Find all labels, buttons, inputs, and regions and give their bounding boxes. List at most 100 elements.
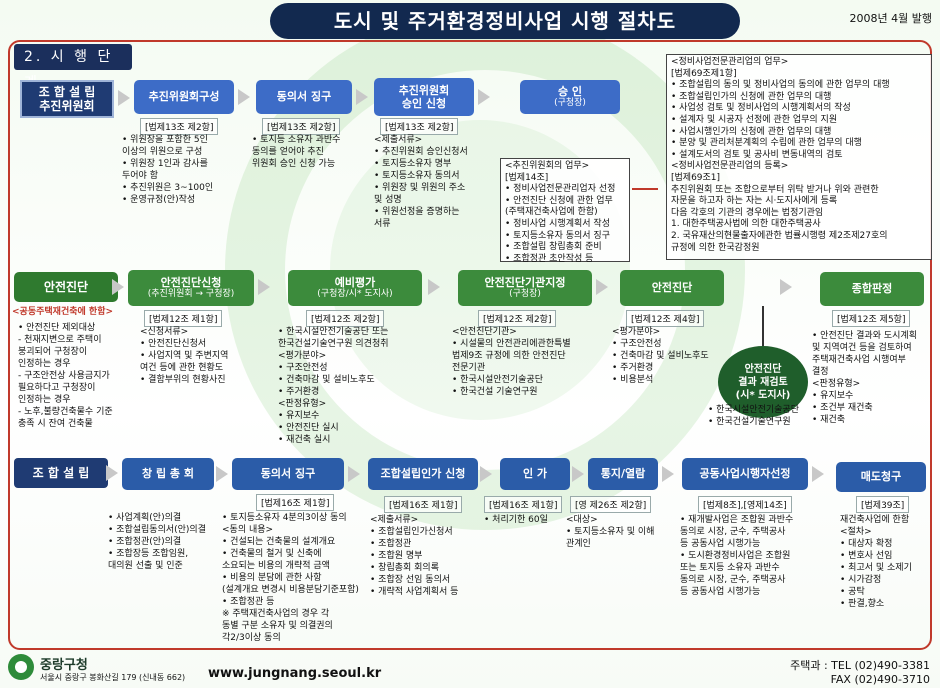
law-ref: [영 제26조 제2항] <box>570 496 652 513</box>
duty-line: • 조합설립의 동의 및 정비사업의 동의에 관한 업무의 대행 <box>671 80 890 91</box>
law-ref: [법제16조 제1항] <box>256 494 335 511</box>
step-consent-collection-2: 동의서 징구 <box>232 458 344 490</box>
note-line: • 조건부 재건축 <box>812 403 873 413</box>
note-line: <대상> <box>566 515 598 525</box>
note-line: • 판결,향소 <box>840 599 885 609</box>
note-line: 붕괴되어 구청장이 <box>18 347 88 357</box>
note-line: - 천재지변으로 주택이 <box>18 335 102 345</box>
note-line: <안전진단기관> <box>452 327 517 337</box>
notes-union-docs: <제출서류>• 조합설립인가신청서• 조합정관• 조합원 명부• 창립총회 회의… <box>370 514 458 598</box>
step-label: 예비평가 <box>334 276 376 289</box>
note-line: 동의로 시장, 군수, 주택공사 <box>680 527 786 537</box>
arrow <box>428 279 440 295</box>
website-link[interactable]: www.jungnang.seoul.kr <box>208 666 382 681</box>
note-line: • 주거환경 <box>612 363 654 373</box>
note-line: ※ 주택재건축사업의 경우 각 <box>222 609 330 619</box>
notes-eval-areas: <평가분야>• 구조안전성• 건축마감 및 설비노후도• 주거환경• 비용분석 <box>612 326 709 386</box>
note-line: • 조합설립인가신청서 <box>370 527 453 537</box>
note-line: • 건축물의 철거 및 신축에 <box>222 549 322 559</box>
section-label: 2. 시 행 단 계 <box>14 44 132 91</box>
note-line: 결정 <box>812 367 829 377</box>
notes-pre-eval: • 한국시설안전기술공단 또는 한국건설기술연구원 의견청취<평가분야>• 구조… <box>278 326 389 446</box>
phase-safety: 안전진단 <box>14 272 118 302</box>
note-line: • 구조안전성 <box>612 339 662 349</box>
note-line: • 위원장 및 위원의 주소 <box>374 183 466 193</box>
duty-line: 규정에 의한 한국감정원 <box>671 242 760 253</box>
tel: 주택과 : TEL (02)490-3381 <box>790 659 930 672</box>
note-line: • 대상자 확정 <box>840 539 893 549</box>
step-agency-designation: 안전진단기관지정(구청장) <box>458 270 592 306</box>
note-line: 동의로 시장, 군수, 주택공사 <box>680 575 786 585</box>
note-line: • 안전진단신청서 <box>140 339 207 349</box>
note-line: • 조합정관(안)의결 <box>108 537 182 547</box>
note-line: • 조합원 명부 <box>370 551 423 561</box>
law-ref: [법제12조 제2항] <box>306 310 385 327</box>
note-line: • 토지등소유자 동의서 <box>374 171 460 181</box>
law-ref: [법제16조 제1항] <box>384 496 463 513</box>
note-line: • 위원선정을 증명하는 <box>374 207 460 217</box>
notes-exemptions: • 안전진단 제외대상 - 천재지변으로 주택이 붕괴되어 구청장이 인정하는 … <box>18 322 113 430</box>
law-ref: [법제39조] <box>856 496 910 513</box>
step-approval: 승 인(구청장) <box>520 80 620 114</box>
note-line: • 재개발사업은 조합원 과반수 <box>680 515 794 525</box>
step-union-approval: 인 가 <box>500 458 570 490</box>
circle-line: 결과 재검토 <box>738 376 788 388</box>
duty-line: • 정비사업 시행계획서 작성 <box>505 218 610 229</box>
note-line: <판정유형> <box>812 379 861 389</box>
notes-founding: • 사업계획(안)의결• 조합설립동의서(안)의결• 조합정관(안)의결• 조합… <box>108 512 206 572</box>
arrow <box>112 279 124 295</box>
note-line: 주택재건축사업 시행여부 <box>812 355 906 365</box>
step-approval-sub: (구청장) <box>554 98 586 109</box>
notes-consent-content: • 토지등소유자 4분의3이상 동의<동의 내용>• 건설되는 건축물의 설계개… <box>222 512 359 644</box>
duty-line: • 설계자 및 시공자 선정에 관한 업무의 지원 <box>671 114 838 125</box>
law-ref: [법제12조 제4항] <box>626 310 705 327</box>
law-ref: [법제12조 제1항] <box>144 310 223 327</box>
law-ref: [법제12조 제2항] <box>478 310 557 327</box>
note-line: • 한국시설안전기술공단 <box>708 405 799 415</box>
step-joint-operator: 공동사업시행자선정 <box>682 458 808 490</box>
step-label: 안전진단기관지정 <box>484 276 566 289</box>
notes-sale-claim: 재건축사업에 한함<절차>• 대상자 확정• 변호사 선임• 최고서 및 소제기… <box>840 514 912 610</box>
note-line: • 조합장등 조합임원, <box>108 549 189 559</box>
connector <box>762 306 764 346</box>
note-line: <판정유형> <box>278 399 327 409</box>
notes-notice-target: <대상>• 토지등소유자 및 이해 관계인 <box>566 514 654 550</box>
note-line: • 건설되는 건축물의 설계개요 <box>222 537 336 547</box>
pm-duties-box: <정비사업전문관리업의 업무>[법제69조제1항]• 조합설립의 동의 및 정비… <box>666 54 932 260</box>
note-line: • 재건축 실시 <box>278 435 331 445</box>
note-line: • 위원장 1인과 감사를 <box>122 159 208 169</box>
arrow <box>572 466 584 482</box>
note-line: • 한국건설 기술연구원 <box>452 387 538 397</box>
note-line: • 안전진단 결과와 도시계획 <box>812 331 917 341</box>
step-sale-claim: 매도청구 <box>836 462 926 492</box>
note-line: 두어야 함 <box>122 171 158 181</box>
note-line: 또는 토지등 소유자 과반수 <box>680 563 780 573</box>
duty-line: • 사업시행인가의 신청에 관한 업무의 대행 <box>671 126 832 137</box>
duty-line: <정비사업전문관리업의 등록> <box>671 161 789 172</box>
note-line: <평가분야> <box>612 327 661 337</box>
step-sub: (추진위원회 → 구청장) <box>147 289 235 300</box>
note-line: • 창립총회 회의록 <box>370 563 439 573</box>
duty-line: • 설계도서의 검토 및 공사비 변동내역의 검토 <box>671 149 843 160</box>
note-line: • 개략적 사업계획서 등 <box>370 587 459 597</box>
note-line: 등 공동사업 시행가능 <box>680 539 761 549</box>
arrow <box>596 279 608 295</box>
note-line: 필요하다고 구청장이 <box>18 383 96 393</box>
step-consent-collection: 동의서 징구 <box>256 80 352 114</box>
duty-line: 자문을 하고자 하는 자는 시·도지사에게 등록 <box>671 196 838 207</box>
circle-line: (시* 도지사) <box>735 389 791 401</box>
law-ref: [법제13조 제2항] <box>262 118 341 135</box>
note-line: <신청서류> <box>140 327 189 337</box>
circle-line: 안전진단 <box>744 363 782 375</box>
note-line: • 토지등 소유자 과반수 <box>252 135 341 145</box>
note-line: 동별 구분 소유자 및 의결권의 <box>222 621 333 631</box>
duty-line: [법제69조제1항] <box>671 68 737 79</box>
note-line: (설계개요 변경시 비용분담기준포함) <box>222 585 359 595</box>
step-approval-label: 승 인 <box>557 85 583 98</box>
arrow <box>106 465 118 481</box>
duty-line: • 조합설립인가의 신청에 관한 업무의 대행 <box>671 91 832 102</box>
note-line: • 추진위원회 승인신청서 <box>374 147 468 157</box>
duty-line: 2. 국유재산의현물출자에관한 법률시행령 제2조제27호의 <box>671 230 888 241</box>
